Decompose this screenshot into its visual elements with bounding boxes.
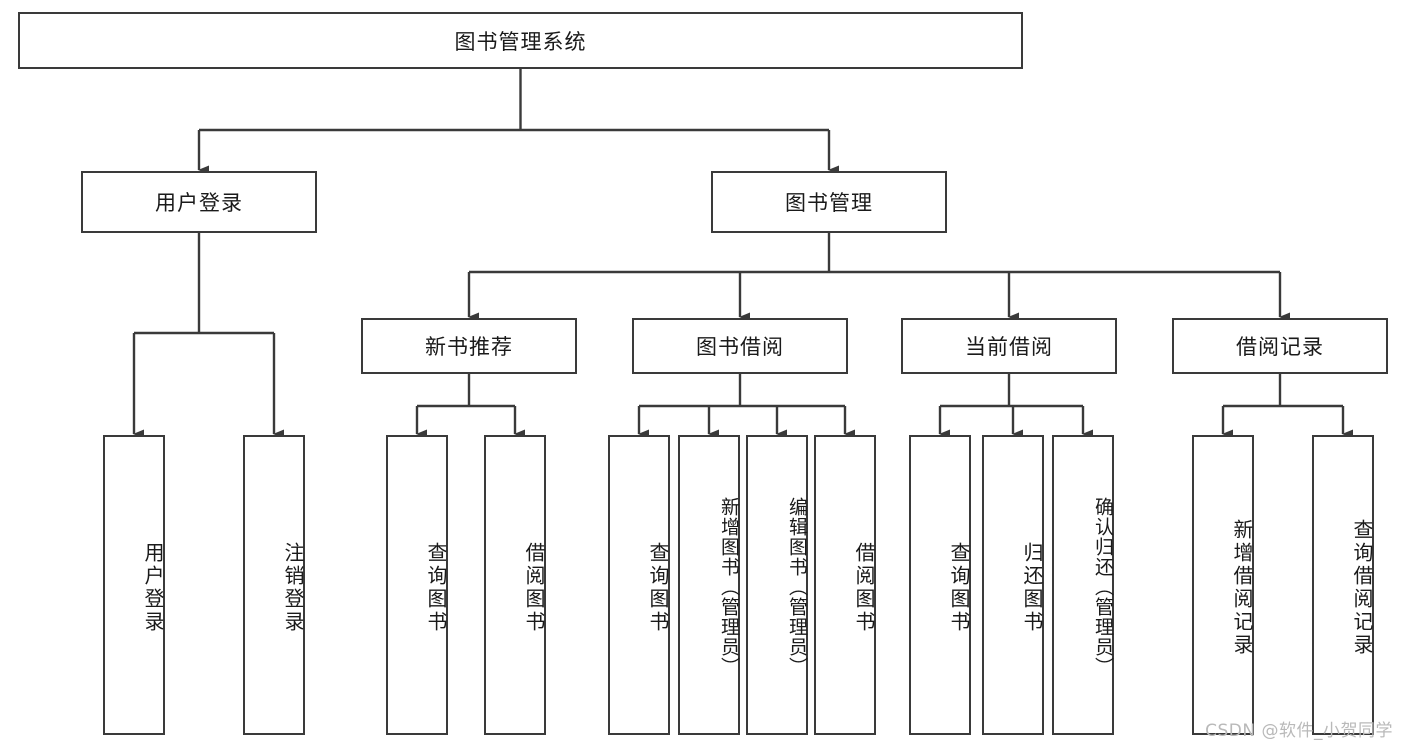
node-new-book-recommend-label: 新书推荐 [425, 335, 513, 359]
node-current-borrow[interactable]: 当前借阅 [901, 318, 1117, 374]
leaf-current-return-book-label: 归还图书 [1020, 542, 1044, 634]
node-book-manage-label: 图书管理 [785, 191, 873, 215]
leaf-record-query-label: 查询借阅记录 [1350, 519, 1374, 657]
node-user-login-label: 用户登录 [155, 191, 243, 215]
node-current-borrow-label: 当前借阅 [965, 335, 1053, 359]
leaf-current-query-book[interactable]: 查询图书 [909, 435, 971, 735]
leaf-borrow-do-borrow[interactable]: 借阅图书 [814, 435, 876, 735]
leaf-borrow-do-borrow-label: 借阅图书 [852, 542, 876, 634]
leaf-recommend-query-book-label: 查询图书 [424, 542, 448, 634]
leaf-current-return-book[interactable]: 归还图书 [982, 435, 1044, 735]
leaf-borrow-query-book-label: 查询图书 [646, 542, 670, 634]
leaf-user-login-label: 用户登录 [141, 542, 165, 634]
tree-connectors [132, 69, 1353, 439]
leaf-user-login[interactable]: 用户登录 [103, 435, 165, 735]
leaf-record-add-label: 新增借阅记录 [1230, 519, 1254, 657]
leaf-user-logout-label: 注销登录 [281, 542, 305, 634]
leaf-recommend-query-book[interactable]: 查询图书 [386, 435, 448, 735]
leaf-borrow-query-book[interactable]: 查询图书 [608, 435, 670, 735]
leaf-user-logout[interactable]: 注销登录 [243, 435, 305, 735]
leaf-recommend-borrow-book-label: 借阅图书 [522, 542, 546, 634]
leaf-borrow-edit-book-label: 编辑图书（管理员） [786, 497, 808, 677]
leaf-current-confirm-return-label: 确认归还（管理员） [1092, 497, 1114, 677]
watermark: CSDN @软件_小贺同学 [1205, 721, 1393, 741]
node-book-borrow[interactable]: 图书借阅 [632, 318, 848, 374]
leaf-current-confirm-return[interactable]: 确认归还（管理员） [1052, 435, 1114, 735]
node-book-borrow-label: 图书借阅 [696, 335, 784, 359]
node-book-manage[interactable]: 图书管理 [711, 171, 947, 233]
leaf-borrow-edit-book[interactable]: 编辑图书（管理员） [746, 435, 808, 735]
node-root-label: 图书管理系统 [454, 29, 587, 54]
leaf-record-add[interactable]: 新增借阅记录 [1192, 435, 1254, 735]
leaf-current-query-book-label: 查询图书 [947, 542, 971, 634]
leaf-recommend-borrow-book[interactable]: 借阅图书 [484, 435, 546, 735]
node-user-login[interactable]: 用户登录 [81, 171, 317, 233]
node-borrow-record-label: 借阅记录 [1236, 335, 1324, 359]
leaf-borrow-add-book-label: 新增图书（管理员） [718, 497, 740, 677]
node-new-book-recommend[interactable]: 新书推荐 [361, 318, 577, 374]
leaf-record-query[interactable]: 查询借阅记录 [1312, 435, 1374, 735]
node-borrow-record[interactable]: 借阅记录 [1172, 318, 1388, 374]
node-root[interactable]: 图书管理系统 [18, 12, 1023, 69]
leaf-borrow-add-book[interactable]: 新增图书（管理员） [678, 435, 740, 735]
